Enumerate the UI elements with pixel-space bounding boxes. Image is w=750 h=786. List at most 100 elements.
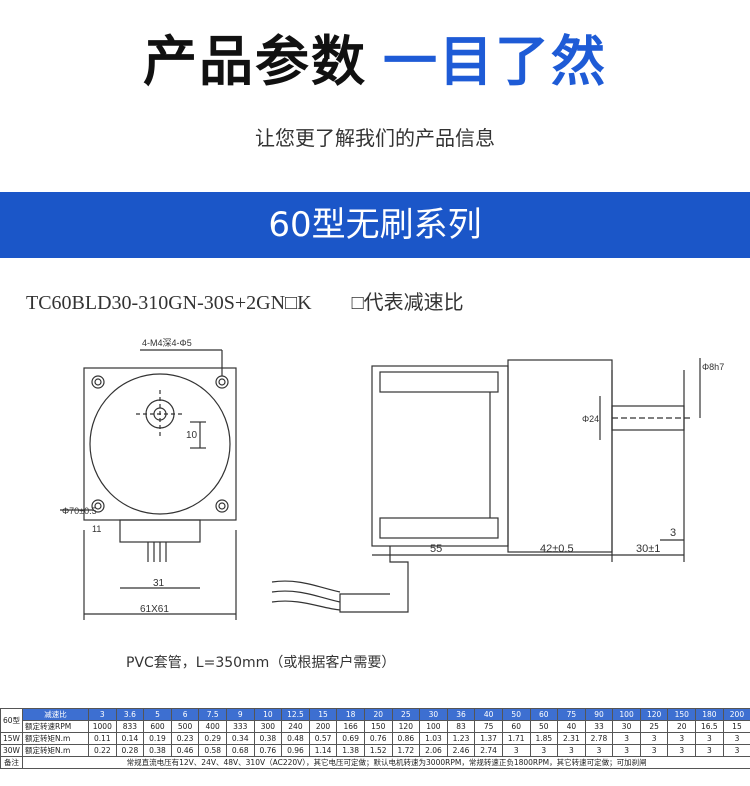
table-note-row: 备注常规直流电压有12V、24V、48V、310V（AC220V），其它电压可定… <box>0 756 750 769</box>
side-view <box>271 358 701 613</box>
label-dim30: 30±1 <box>636 543 660 555</box>
label-dim55: 55 <box>430 543 442 555</box>
table-cell: 2.78 <box>584 732 614 745</box>
table-cell: 0.96 <box>281 744 310 757</box>
table-cell: 833 <box>115 720 145 733</box>
table-header-cell: 15 <box>308 708 338 721</box>
table-cell: 300 <box>253 720 283 733</box>
table-model-label: 60型 <box>0 708 23 733</box>
table-cell: 2.06 <box>419 744 448 757</box>
label-dia8: Φ8h7 <box>702 362 724 372</box>
table-header-cell: 6 <box>170 708 200 721</box>
table-cell: 0.38 <box>253 732 283 745</box>
table-cell: 1.37 <box>474 732 503 745</box>
table-header-cell: 9 <box>225 708 255 721</box>
table-cell: 1.03 <box>419 732 448 745</box>
table-note-label: 备注 <box>0 756 23 769</box>
table-cell: 2.74 <box>474 744 503 757</box>
table-cell: 60 <box>501 720 531 733</box>
table-cell: 40 <box>557 720 586 733</box>
table-cell: 3 <box>501 744 531 757</box>
table-cell: 1.14 <box>308 744 338 757</box>
table-cell: 3 <box>695 732 724 745</box>
table-cell: 20 <box>667 720 697 733</box>
table-group-label: 30W <box>0 744 23 757</box>
table-cell: 3 <box>612 744 641 757</box>
table-cell: 3 <box>667 732 697 745</box>
title-black: 产品参数 <box>143 30 367 93</box>
table-cell: 0.29 <box>198 732 227 745</box>
table-header-cell: 100 <box>612 708 641 721</box>
table-cell: 75 <box>474 720 503 733</box>
table-header-cell: 36 <box>446 708 476 721</box>
table-row-label: 额定转矩N.m <box>22 744 89 757</box>
table-header-cell: 150 <box>667 708 697 721</box>
table-cell: 0.46 <box>170 744 200 757</box>
table-header-cell: 90 <box>584 708 614 721</box>
table-cell: 120 <box>391 720 421 733</box>
table-cell: 0.38 <box>143 744 172 757</box>
table-cell: 0.58 <box>198 744 227 757</box>
table-note-text: 常规直流电压有12V、24V、48V、310V（AC220V），其它电压可定做；… <box>21 756 750 769</box>
table-header-cell: 60 <box>529 708 559 721</box>
table-cell: 3 <box>557 744 586 757</box>
table-header-cell: 50 <box>501 708 531 721</box>
table-cell: 3 <box>639 732 669 745</box>
model-line: TC60BLD30-310GN-30S+2GN□K□代表减速比 <box>26 286 464 315</box>
table-row-label: 额定转速RPM <box>22 720 89 733</box>
table-header-cell: 20 <box>363 708 393 721</box>
label-dim3: 3 <box>670 527 676 539</box>
table-header-cell: 25 <box>391 708 421 721</box>
table-cell: 1.52 <box>363 744 393 757</box>
table-cell: 0.23 <box>170 732 200 745</box>
table-row-label: 额定转矩N.m <box>22 732 89 745</box>
label-dim11: 11 <box>92 524 101 534</box>
front-view <box>60 349 237 620</box>
table-cell: 0.11 <box>88 732 117 745</box>
table-cell: 3 <box>612 732 641 745</box>
table-cell: 3 <box>695 744 724 757</box>
table-header-cell: 12.5 <box>281 708 310 721</box>
table-cell: 240 <box>281 720 310 733</box>
table-header-cell: 3.6 <box>115 708 145 721</box>
table-cell: 3 <box>639 744 669 757</box>
technical-drawing: 4-M4深4-Φ5 Φ70±0.5 31 61X61 10 11 Φ8h7 Φ2… <box>60 338 724 620</box>
table-cell: 1.85 <box>529 732 559 745</box>
table-header-cell: 10 <box>253 708 283 721</box>
table-header-cell: 30 <box>419 708 448 721</box>
table-cell: 200 <box>308 720 338 733</box>
table-cell: 3 <box>722 744 750 757</box>
table-cell: 0.68 <box>225 744 255 757</box>
table-header-cell: 7.5 <box>198 708 227 721</box>
front-circle <box>89 373 231 515</box>
table-cell: 500 <box>170 720 200 733</box>
table-header-cell: 5 <box>143 708 172 721</box>
table-cell: 3 <box>667 744 697 757</box>
table-cell: 3 <box>529 744 559 757</box>
ratio-note: □代表减速比 <box>351 292 464 314</box>
table-cell: 30 <box>612 720 641 733</box>
table-cell: 50 <box>529 720 559 733</box>
table-cell: 600 <box>143 720 172 733</box>
side-motor <box>507 359 613 553</box>
table-cell: 150 <box>363 720 393 733</box>
table-cell: 83 <box>446 720 476 733</box>
table-cell: 16.5 <box>695 720 724 733</box>
label-dia24: Φ24 <box>582 414 599 424</box>
table-cell: 0.19 <box>143 732 172 745</box>
table-cell: 0.34 <box>225 732 255 745</box>
table-cell: 2.46 <box>446 744 476 757</box>
table-header-cell: 3 <box>88 708 117 721</box>
table-cell: 0.86 <box>391 732 421 745</box>
label-dim42: 42±0.5 <box>540 543 574 555</box>
table-cell: 1.38 <box>336 744 365 757</box>
table-cell: 2.31 <box>557 732 586 745</box>
table-header-cell: 75 <box>557 708 586 721</box>
pvc-note: PVC套管，L=350mm（或根据客户需要） <box>126 655 396 671</box>
table-cell: 0.14 <box>115 732 145 745</box>
label-dia70: Φ70±0.5 <box>62 506 97 516</box>
table-cell: 166 <box>336 720 365 733</box>
